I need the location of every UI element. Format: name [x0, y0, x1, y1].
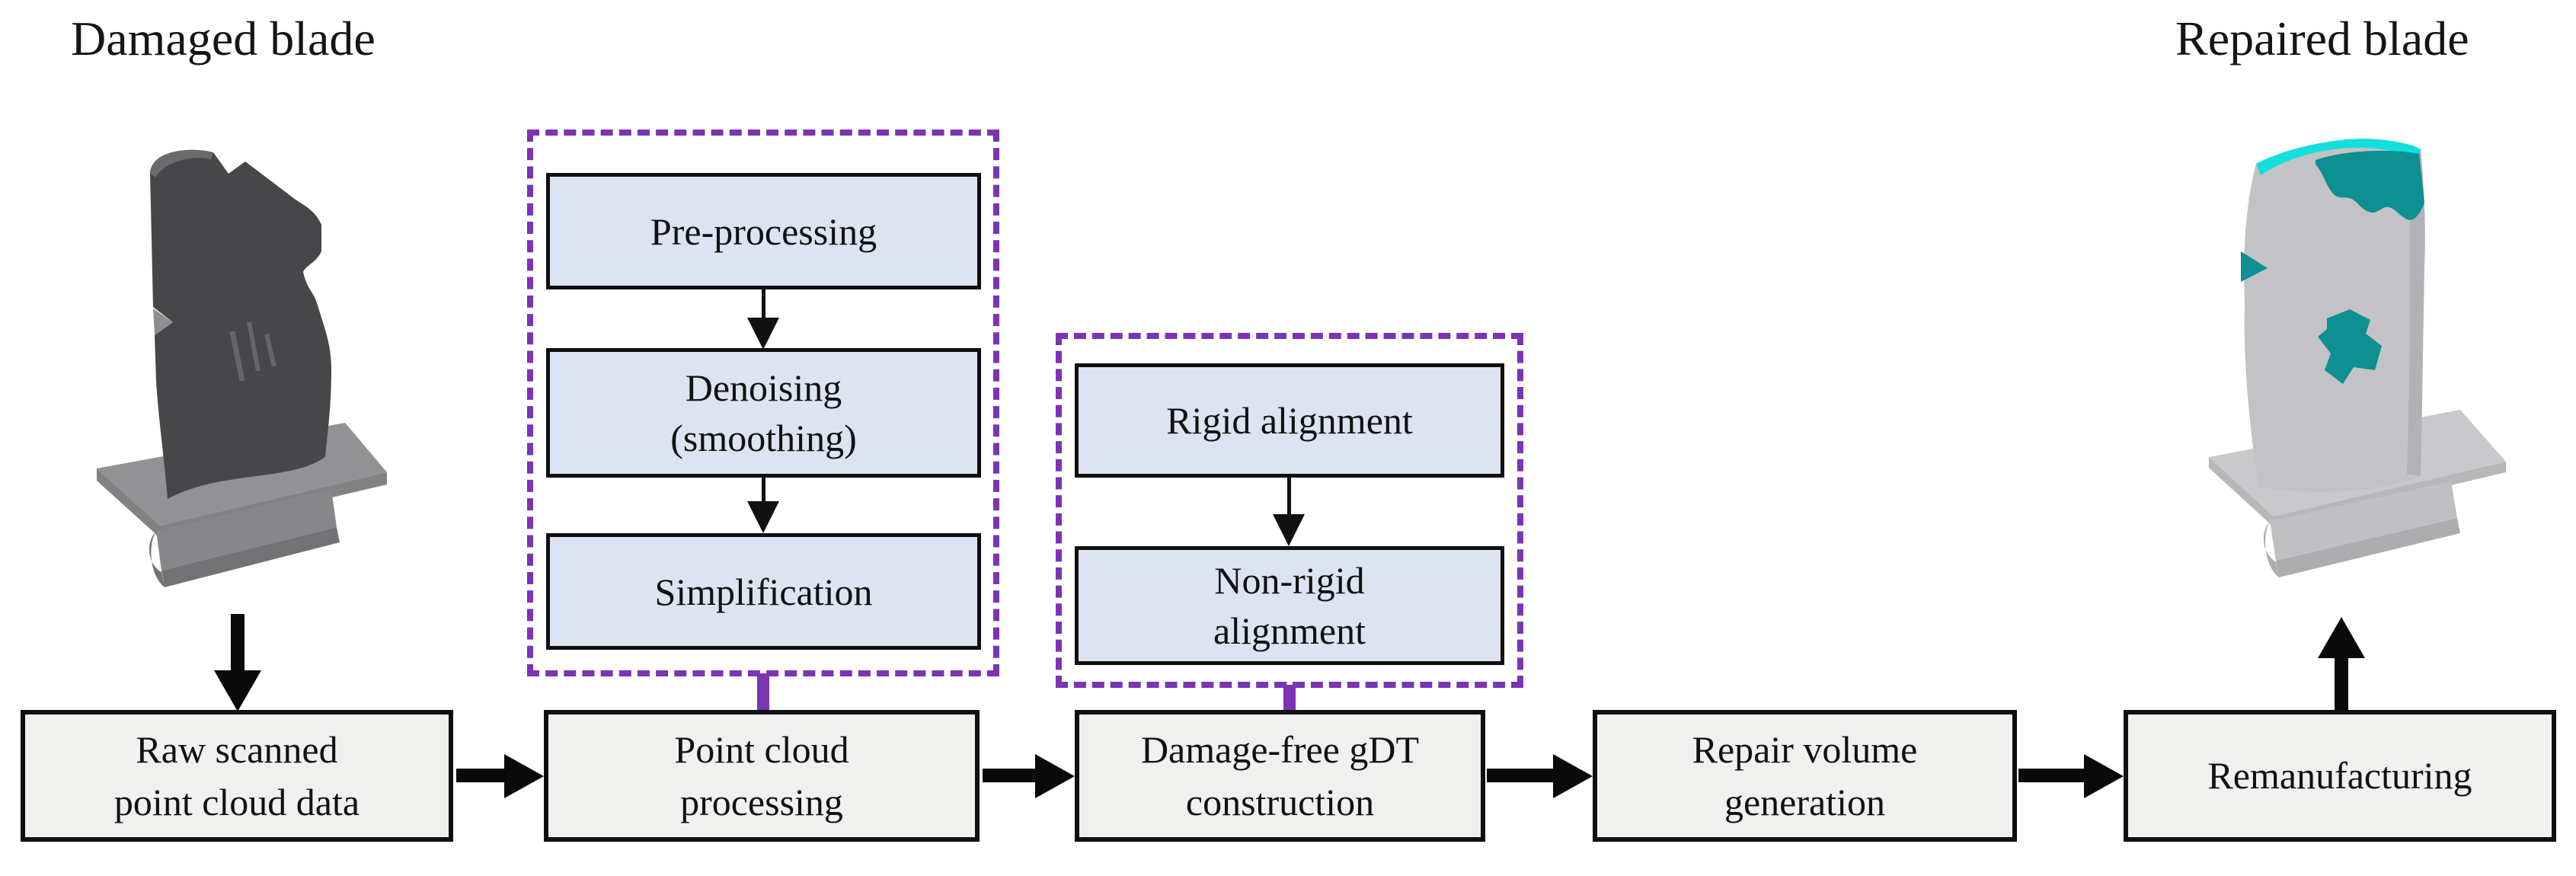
- arrow-right-icon: [456, 769, 507, 782]
- arrow-down-icon: [1273, 514, 1305, 546]
- step-box-denoising: Denoising (smoothing): [546, 348, 981, 478]
- arrow-up-icon: [2318, 617, 2365, 658]
- damaged-blade-title: Damaged blade: [71, 11, 376, 66]
- arrow-right-icon: [1553, 754, 1593, 798]
- blade-scratch-2: [247, 321, 260, 372]
- arrow-down-icon: [214, 670, 261, 711]
- step-box-non-rigid-alignment-line1: Non-rigid: [1214, 559, 1365, 602]
- arrow-down-icon: [747, 501, 779, 533]
- step-box-simplification-line1: Simplification: [654, 570, 873, 613]
- repaired-pedestal-rail-lower: [2276, 518, 2460, 577]
- group1-connector: [757, 673, 769, 711]
- arrow-down-icon: [231, 614, 244, 672]
- repair-patch-cap-cyan: [2256, 139, 2421, 175]
- step-box-non-rigid-alignment-line2: alignment: [1213, 609, 1366, 652]
- repair-patch-left-triangle: [2241, 251, 2268, 282]
- repaired-blade-shading: [2407, 149, 2425, 476]
- arrow-down-icon: [1287, 478, 1291, 516]
- pipeline-box-gdt-construction-line2: construction: [1185, 780, 1375, 823]
- pipeline-box-point-cloud-processing-line1: Point cloud: [674, 727, 849, 771]
- pipeline-box-remanufacturing-line1: Remanufacturing: [2207, 754, 2472, 797]
- damaged-blade-top-surface: [150, 149, 213, 177]
- pipeline-box-repair-volume: Repair volume generation: [1593, 710, 2017, 842]
- repaired-pedestal-rail-cap: [2263, 521, 2279, 577]
- step-box-denoising-line2: (smoothing): [670, 417, 857, 459]
- pipeline-box-raw-scanned-line2: point cloud data: [113, 780, 360, 823]
- pipeline-box-raw-scanned-line1: Raw scanned: [136, 727, 338, 771]
- arrow-right-icon: [504, 754, 544, 798]
- repaired-pedestal-left-edge: [2209, 457, 2274, 527]
- damage-notch: [153, 309, 173, 335]
- pipeline-box-point-cloud-processing-line2: processing: [680, 780, 843, 823]
- step-box-non-rigid-alignment: Non-rigid alignment: [1075, 546, 1504, 665]
- arrow-down-icon: [762, 478, 765, 503]
- damaged-pedestal-left-edge: [97, 468, 160, 538]
- arrow-up-icon: [2335, 657, 2348, 711]
- group2-connector: [1283, 685, 1296, 711]
- repaired-pedestal-rail: [2270, 481, 2457, 561]
- damaged-pedestal-rail-cap: [149, 531, 165, 587]
- pipeline-box-gdt-construction-line1: Damage-free gDT: [1140, 727, 1420, 771]
- arrow-down-icon: [762, 289, 765, 319]
- arrow-down-icon: [747, 318, 779, 350]
- step-box-denoising-line1: Denoising: [685, 366, 842, 409]
- arrow-right-icon: [983, 769, 1038, 782]
- step-box-rigid-alignment: Rigid alignment: [1075, 363, 1504, 478]
- damaged-pedestal-rail-lower: [161, 527, 340, 587]
- step-box-pre-processing: Pre-processing: [546, 173, 981, 289]
- step-box-rigid-alignment-line1: Rigid alignment: [1166, 399, 1413, 442]
- step-box-pre-processing-line1: Pre-processing: [650, 209, 877, 253]
- pipeline-box-raw-scanned: Raw scanned point cloud data: [21, 710, 453, 842]
- blade-scratch-3: [264, 334, 276, 367]
- blade-scratch-1: [229, 331, 245, 382]
- pipeline-box-remanufacturing: Remanufacturing: [2124, 710, 2556, 842]
- arrow-right-icon: [2084, 754, 2124, 798]
- arrow-right-icon: [1487, 769, 1556, 782]
- repaired-blade-image: [2209, 139, 2506, 577]
- pipeline-box-repair-volume-line2: generation: [1724, 780, 1885, 823]
- damaged-blade-image: [97, 149, 387, 587]
- pipeline-box-gdt-construction: Damage-free gDT construction: [1075, 710, 1485, 842]
- step-box-simplification: Simplification: [546, 533, 981, 650]
- damaged-blade-body: [150, 149, 331, 499]
- pipeline-box-point-cloud-processing: Point cloud processing: [544, 710, 980, 842]
- damaged-pedestal-rail: [156, 489, 337, 571]
- arrow-right-icon: [1035, 754, 1075, 798]
- repair-patch-center-blob: [2318, 309, 2382, 384]
- arrow-right-icon: [2018, 769, 2087, 782]
- repaired-blade-body: [2244, 139, 2425, 492]
- repaired-blade-title: Repaired blade: [2175, 11, 2469, 66]
- pipeline-box-repair-volume-line1: Repair volume: [1692, 727, 1918, 771]
- repair-patch-top-teal: [2316, 150, 2424, 220]
